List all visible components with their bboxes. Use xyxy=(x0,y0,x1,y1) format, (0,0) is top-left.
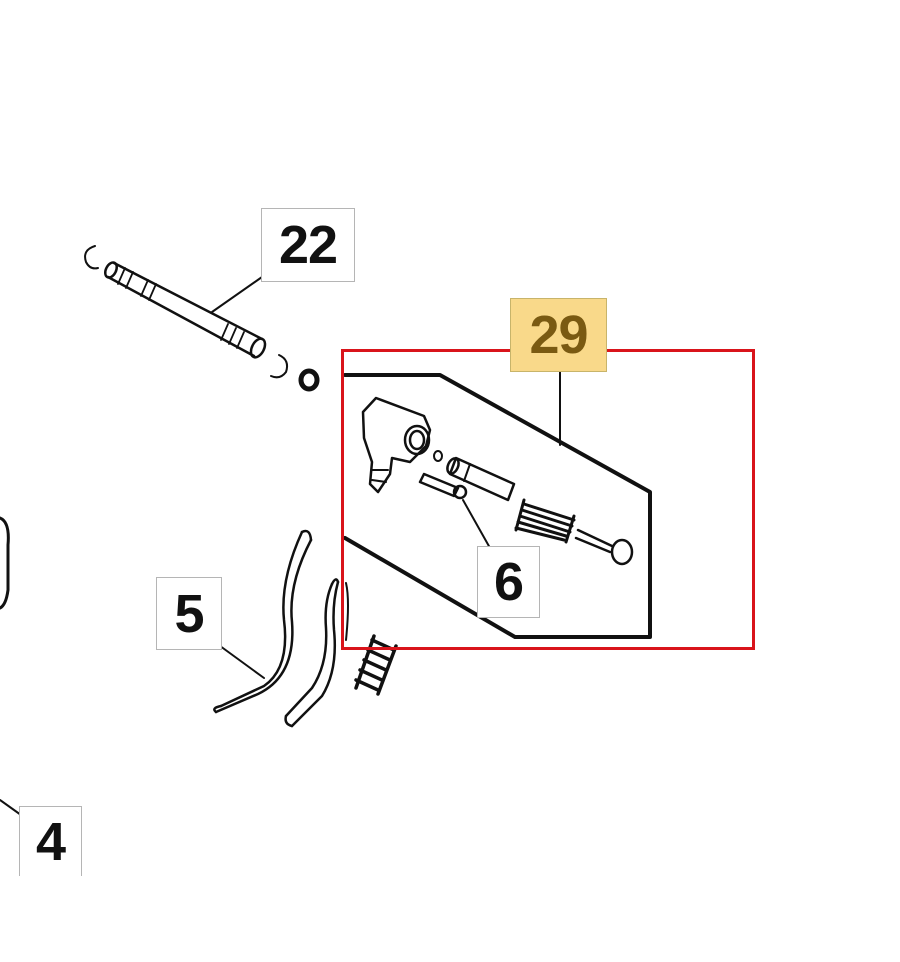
shaft-part xyxy=(84,245,320,392)
callout-6[interactable]: 6 xyxy=(477,546,540,618)
leader-5 xyxy=(215,642,265,679)
callout-22[interactable]: 22 xyxy=(261,208,355,282)
piston-part xyxy=(446,456,516,502)
callout-29[interactable]: 29 xyxy=(510,298,607,372)
washer-part xyxy=(298,368,320,392)
spring-lower-part xyxy=(354,634,398,696)
spring-part xyxy=(514,498,576,544)
assembly-panel-outline xyxy=(343,373,652,639)
callout-5[interactable]: 5 xyxy=(156,577,222,650)
partial-housing-part xyxy=(0,516,10,610)
valve-body-part xyxy=(361,396,432,494)
o-ring-part xyxy=(433,450,443,462)
leader-22 xyxy=(211,276,263,313)
pin-part xyxy=(418,472,468,500)
valve-stem-part xyxy=(574,528,634,566)
leader-6 xyxy=(462,499,491,549)
hose-part xyxy=(213,529,349,728)
callout-4[interactable]: 4 xyxy=(19,806,82,876)
